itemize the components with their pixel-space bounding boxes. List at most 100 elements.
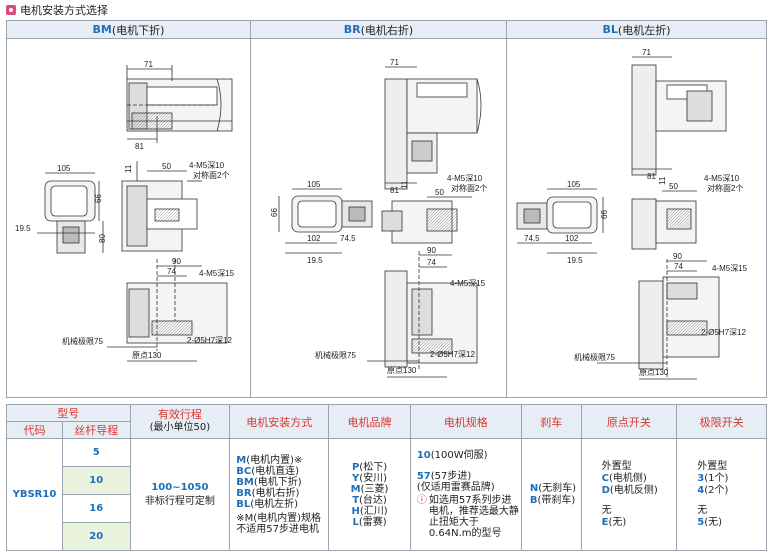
- dim-90: 90: [673, 252, 682, 261]
- mount-item: BC(电机直连): [236, 465, 300, 477]
- dim-81: 81: [390, 186, 399, 195]
- note-sym: 对称面2个: [451, 183, 487, 193]
- lead-10: 10: [61, 466, 131, 495]
- dim-71: 71: [390, 58, 399, 67]
- dim-102: 102: [307, 234, 321, 243]
- lead-20: 20: [61, 522, 131, 551]
- header-brand: 电机品牌: [328, 404, 411, 439]
- origin-e: E(无): [601, 516, 627, 528]
- section-title: 电机安装方式选择: [6, 2, 108, 18]
- brand-item: P(松下): [351, 461, 388, 473]
- column-head-bl: BL(电机左折): [507, 21, 766, 39]
- limit-switch-cell: 外置型 3(1个) 4(2个) 无 5(无): [676, 438, 767, 551]
- limit-4: 4(2个): [697, 484, 729, 496]
- dim-90: 90: [427, 246, 436, 255]
- note-icon: ⓘ: [416, 495, 427, 506]
- origin-c: C(电机侧): [601, 472, 647, 484]
- dim-11: 11: [658, 176, 667, 185]
- column-code: BM: [92, 23, 112, 36]
- brand-item: M(三菱): [350, 483, 389, 495]
- header-mount: 电机安装方式: [229, 404, 330, 439]
- note-pin: 2-Ø5H7深12: [701, 328, 746, 337]
- model-code: YBSR10: [6, 438, 63, 551]
- bl-side-view: [631, 190, 697, 250]
- limit-3: 3(1个): [697, 472, 729, 484]
- note-limit: 机械极限75: [62, 336, 103, 346]
- br-front-view: [278, 188, 373, 254]
- spec-cell: 10(100W伺服) 57(57步进) (仅适用雷赛品牌) ⓘ 如选用57系列步…: [409, 438, 522, 551]
- dim-74: 74: [167, 267, 176, 276]
- note-m5-15: 4-M5深15: [199, 269, 235, 278]
- note-m5-10: 4-M5深10: [447, 174, 483, 183]
- dim-50: 50: [669, 182, 678, 191]
- dim-50: 50: [435, 188, 444, 197]
- origin-d: D(电机反侧): [601, 484, 658, 496]
- note-origin: 原点130: [387, 366, 417, 375]
- dim-102: 102: [565, 234, 579, 243]
- dim-105: 105: [57, 164, 71, 173]
- lead-5: 5: [61, 438, 131, 467]
- note-sym: 对称面2个: [193, 170, 229, 180]
- bm-front-view: [37, 172, 104, 254]
- origin-none: 无: [601, 504, 612, 516]
- bl-front-view: [516, 188, 604, 254]
- dim-81: 81: [135, 142, 144, 151]
- dim-105: 105: [567, 180, 581, 189]
- limit-5: 5(无): [697, 516, 723, 528]
- dim-74-5: 74.5: [340, 234, 356, 243]
- brand-item: H(汇川): [351, 505, 388, 517]
- br-side-view: [381, 196, 472, 244]
- bm-side-view: [121, 161, 202, 252]
- stroke-note: 非标行程可定制: [144, 495, 215, 507]
- note-origin: 原点130: [639, 368, 669, 377]
- column-divider: [506, 21, 507, 397]
- dim-19-5: 19.5: [307, 256, 323, 265]
- header-code: 代码: [6, 421, 63, 439]
- dim-74: 74: [674, 262, 683, 271]
- limit-type: 外置型: [697, 460, 728, 472]
- section-title-text: 电机安装方式选择: [20, 4, 108, 17]
- note-m5-15: 4-M5深15: [712, 264, 748, 273]
- bm-bottom-view: [107, 259, 228, 362]
- mount-item: BL(电机左折): [236, 498, 299, 510]
- header-origin-switch: 原点开关: [580, 404, 678, 439]
- dim-66: 66: [94, 194, 103, 203]
- technical-drawings: 71 81 105 19.5 66 80 50 11 4-M5深10 对称: [15, 48, 748, 380]
- note-m5-15: 4-M5深15: [450, 279, 486, 288]
- column-label: (电机下折): [111, 23, 165, 37]
- dim-11: 11: [124, 164, 133, 173]
- note-m5-10: 4-M5深10: [704, 174, 740, 183]
- dim-90: 90: [172, 257, 181, 266]
- dim-50: 50: [162, 162, 171, 171]
- column-head-br: BR(电机右折): [251, 21, 506, 39]
- bl-bottom-view: [597, 259, 720, 380]
- br-bottom-view: [367, 251, 478, 378]
- header-model: 型号: [6, 404, 131, 422]
- dim-105: 105: [307, 180, 321, 189]
- note-sym: 对称面2个: [707, 183, 743, 193]
- dim-11: 11: [400, 180, 409, 189]
- mount-diagram-panel: BM(电机下折) BR(电机右折) BL(电机左折) 71 81: [6, 20, 767, 398]
- dim-80: 80: [98, 234, 107, 243]
- mount-cell: M(电机内置)※ BC(电机直连) BM(电机下折) BR(电机右折) BL(电…: [229, 438, 330, 551]
- spec-note: ⓘ 如选用57系列步进电机，推荐选最大静止扭矩大于0.64N.m的型号: [417, 495, 521, 539]
- dim-81: 81: [647, 172, 656, 181]
- column-code: BL: [602, 23, 618, 36]
- header-limit-switch: 极限开关: [676, 404, 767, 439]
- spec-57-sub: (仅适用雷赛品牌): [416, 482, 495, 493]
- origin-switch-cell: 外置型 C(电机侧) D(电机反侧) 无 E(无): [580, 438, 678, 551]
- header-stroke: 有效行程 (最小单位50): [129, 404, 231, 439]
- brake-n: N(无刹车): [529, 482, 576, 494]
- bullet-icon: [6, 5, 16, 15]
- mount-item: M(电机内置)※: [236, 454, 303, 466]
- column-label: (电机右折): [360, 23, 414, 37]
- bl-top-view: [631, 56, 727, 176]
- header-stroke-sub: (最小单位50): [149, 422, 211, 433]
- origin-type: 外置型: [601, 460, 632, 472]
- header-lead: 丝杆导程: [61, 421, 131, 439]
- dim-19-5: 19.5: [567, 256, 583, 265]
- dim-71: 71: [144, 60, 153, 69]
- note-m5-10: 4-M5深10: [189, 161, 225, 170]
- header-brake: 刹车: [520, 404, 582, 439]
- mount-item: BM(电机下折): [236, 476, 302, 488]
